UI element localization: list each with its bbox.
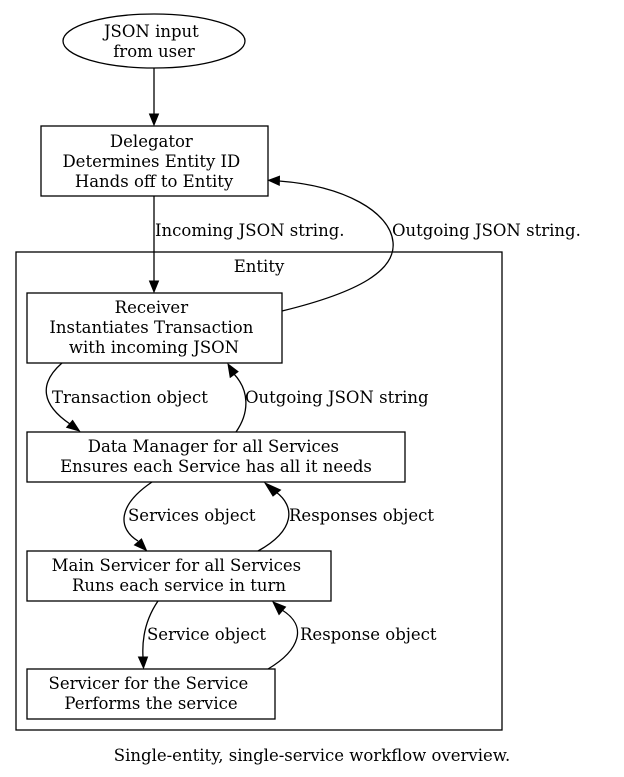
delegator-label: Delegator Determines Entity ID Hands off… <box>62 132 245 191</box>
data-manager-line-1: Data Manager for all Services <box>88 437 339 456</box>
arrow-down-icon <box>137 656 149 670</box>
receiver-node: Receiver Instantiates Transaction with i… <box>26 292 283 364</box>
edge-data-manager-to-main-servicer-line <box>123 481 153 542</box>
edge-receiver-to-data-manager: Transaction object <box>45 362 208 432</box>
edge-data-manager-to-main-servicer: Services object <box>123 481 256 552</box>
data-manager-label: Data Manager for all Services Ensures ea… <box>60 437 372 476</box>
main-servicer-line-1: Main Servicer for all Services <box>52 556 301 575</box>
edge-servicer-to-main-servicer-line <box>267 609 299 670</box>
edge-data-manager-to-receiver-line <box>233 373 247 433</box>
servicer-node: Servicer for the Service Performs the se… <box>26 668 276 720</box>
arrow-down-icon <box>148 113 160 127</box>
data-manager-box <box>26 431 406 483</box>
edge-label-outgoing-json-receiver: Outgoing JSON string <box>245 388 429 407</box>
delegator-line-1: Delegator <box>110 132 193 151</box>
main-servicer-line-2: Runs each service in turn <box>72 576 286 595</box>
arrow-up-icon <box>271 601 287 616</box>
delegator-line-2: Determines Entity ID <box>62 152 240 171</box>
json-input-node: JSON input from user <box>62 13 246 69</box>
data-manager-node: Data Manager for all Services Ensures ea… <box>26 431 406 483</box>
edge-main-servicer-to-data-manager-line <box>257 491 290 552</box>
edge-label-transaction-object: Transaction object <box>52 388 208 407</box>
receiver-line-2: Instantiates Transaction <box>49 318 253 337</box>
edge-receiver-to-delegator: Outgoing JSON string. <box>267 175 581 312</box>
edge-receiver-to-data-manager-line <box>45 362 71 425</box>
json-input-line-2: from user <box>113 42 195 61</box>
receiver-line-3: with incoming JSON <box>69 338 239 357</box>
receiver-line-1: Receiver <box>115 298 189 317</box>
servicer-label: Servicer for the Service Performs the se… <box>49 674 254 713</box>
main-servicer-node: Main Servicer for all Services Runs each… <box>26 550 332 602</box>
data-manager-line-2: Ensures each Service has all it needs <box>60 457 372 476</box>
json-input-line-1: JSON input <box>102 22 199 41</box>
arrow-up-icon <box>227 362 239 379</box>
edge-main-servicer-to-data-manager: Responses object <box>257 481 434 552</box>
receiver-box <box>26 292 283 364</box>
entity-cluster-label: Entity <box>234 257 285 276</box>
arrow-up-icon <box>263 481 282 497</box>
delegator-box <box>40 125 269 197</box>
main-servicer-box <box>26 550 332 602</box>
edge-label-service-object: Service object <box>147 625 266 644</box>
arrow-down-icon <box>148 280 160 294</box>
json-input-label: JSON input from user <box>102 22 204 61</box>
servicer-line-2: Performs the service <box>64 694 237 713</box>
edge-main-servicer-to-servicer-line <box>142 600 159 658</box>
main-servicer-label: Main Servicer for all Services Runs each… <box>52 556 307 595</box>
edge-delegator-to-receiver: Incoming JSON string. <box>148 196 345 294</box>
receiver-label: Receiver Instantiates Transaction with i… <box>49 298 258 357</box>
edge-receiver-to-delegator-line <box>278 180 394 312</box>
edge-servicer-to-main-servicer: Response object <box>267 601 437 670</box>
edge-label-services-object: Services object <box>128 506 256 525</box>
edge-data-manager-to-receiver: Outgoing JSON string <box>227 362 429 433</box>
edge-label-responses-object: Responses object <box>289 506 434 525</box>
edge-label-outgoing-json-delegator: Outgoing JSON string. <box>392 221 581 240</box>
edge-input-to-delegator <box>148 68 160 127</box>
arrow-left-icon <box>267 175 281 186</box>
delegator-node: Delegator Determines Entity ID Hands off… <box>40 125 269 197</box>
diagram-caption: Single-entity, single-service workflow o… <box>114 746 510 765</box>
delegator-line-3: Hands off to Entity <box>75 172 234 191</box>
edge-label-response-object: Response object <box>300 625 437 644</box>
servicer-line-1: Servicer for the Service <box>49 674 249 693</box>
edge-main-servicer-to-servicer: Service object <box>137 600 266 670</box>
arrow-down-icon <box>133 538 148 552</box>
arrow-down-icon <box>65 419 81 432</box>
servicer-box <box>26 668 276 720</box>
edge-label-incoming-json: Incoming JSON string. <box>155 221 345 240</box>
